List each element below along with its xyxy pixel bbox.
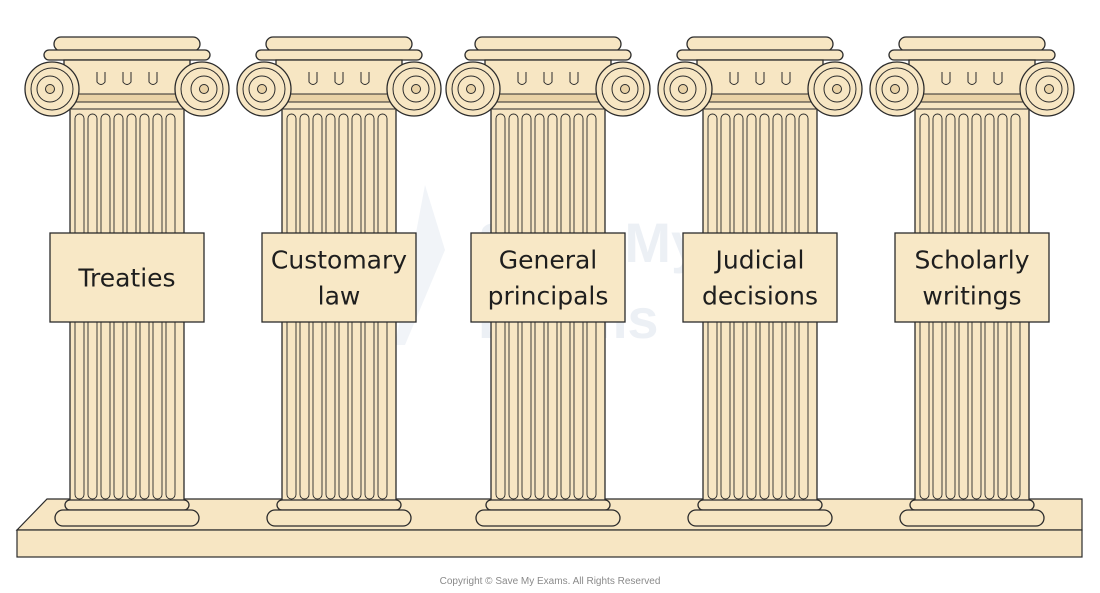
capital-notch xyxy=(569,72,579,85)
volute-eye xyxy=(620,84,630,94)
pillar-abacus xyxy=(898,36,1046,52)
pillar-label-box xyxy=(682,232,838,323)
volute-ring xyxy=(402,75,430,103)
pillar-label-box xyxy=(261,232,417,323)
pillar-plinth xyxy=(475,509,621,527)
pillar-base-ring xyxy=(909,499,1035,511)
pillar-abacus-lower xyxy=(676,49,844,61)
capital-notch xyxy=(543,72,553,85)
pillar-2: Customary law xyxy=(236,36,442,527)
pillar-necking-lower xyxy=(697,101,823,110)
volute-ring xyxy=(392,67,436,111)
pillar-abacus xyxy=(265,36,413,52)
volute-eye xyxy=(678,84,688,94)
pillar-plinth xyxy=(899,509,1045,527)
pillar-necking-lower xyxy=(276,101,402,110)
pillar-abacus-lower xyxy=(43,49,211,61)
capital-notch xyxy=(96,72,106,85)
pillar-abacus xyxy=(686,36,834,52)
pillar-plinth xyxy=(687,509,833,527)
pillar-abacus-lower xyxy=(464,49,632,61)
pillar-label-line: General xyxy=(499,246,598,275)
volute-ring xyxy=(451,67,495,111)
pillar-necking xyxy=(697,93,823,103)
pillar-4: Judicial decisions xyxy=(657,36,863,527)
pillar-label-box xyxy=(49,232,205,323)
volute-ring xyxy=(813,67,857,111)
pillar-abacus-lower xyxy=(255,49,423,61)
copyright-text: Copyright © Save My Exams. All Rights Re… xyxy=(440,576,661,587)
volute-eye xyxy=(1044,84,1054,94)
capital-notch xyxy=(122,72,132,85)
capital-notch xyxy=(993,72,1003,85)
pillar-necking-lower xyxy=(909,101,1035,110)
volute-ring xyxy=(823,75,851,103)
capital-notch xyxy=(755,72,765,85)
volute-ring xyxy=(36,75,64,103)
volute-ring xyxy=(30,67,74,111)
pillar-necking xyxy=(64,93,190,103)
pillar-label-line: decisions xyxy=(702,282,818,311)
pillar-label-line: Scholarly xyxy=(914,246,1029,275)
volute-ring xyxy=(669,75,697,103)
volute-eye xyxy=(411,84,421,94)
volute-ring xyxy=(601,67,645,111)
capital-notch xyxy=(148,72,158,85)
volute-eye xyxy=(466,84,476,94)
base-platform-front xyxy=(16,529,1083,558)
pillar-plinth xyxy=(266,509,412,527)
pillar-label-box xyxy=(894,232,1050,323)
volute-ring xyxy=(1025,67,1069,111)
pillar-label-line: principals xyxy=(488,282,609,311)
volute-eye xyxy=(890,84,900,94)
volute-eye xyxy=(257,84,267,94)
pillar-label-line: law xyxy=(318,282,361,311)
capital-notch xyxy=(517,72,527,85)
pillar-label-line: Judicial xyxy=(714,246,805,275)
volute-eye xyxy=(199,84,209,94)
volute-ring xyxy=(875,67,919,111)
pillar-3: General principals xyxy=(445,36,651,527)
pillar-abacus xyxy=(474,36,622,52)
volute-eye xyxy=(832,84,842,94)
pillar-necking xyxy=(485,93,611,103)
pillar-base-ring xyxy=(276,499,402,511)
volute-ring xyxy=(457,75,485,103)
pillar-base-ring xyxy=(697,499,823,511)
volute-eye xyxy=(45,84,55,94)
volute-ring xyxy=(663,67,707,111)
pillar-label-line: writings xyxy=(922,282,1021,311)
pillar-5: Scholarly writings xyxy=(869,36,1075,527)
capital-notch xyxy=(729,72,739,85)
volute-ring xyxy=(611,75,639,103)
pillar-necking xyxy=(909,93,1035,103)
pillar-label-line: Treaties xyxy=(77,264,175,293)
volute-ring xyxy=(242,67,286,111)
pillar-label-box xyxy=(470,232,626,323)
volute-ring xyxy=(180,67,224,111)
pillar-necking-lower xyxy=(485,101,611,110)
pillar-necking xyxy=(276,93,402,103)
pillar-base-ring xyxy=(485,499,611,511)
pillar-base-ring xyxy=(64,499,190,511)
capital-notch xyxy=(781,72,791,85)
pillar-abacus-lower xyxy=(888,49,1056,61)
capital-notch xyxy=(941,72,951,85)
pillar-necking-lower xyxy=(64,101,190,110)
capital-notch xyxy=(334,72,344,85)
volute-ring xyxy=(248,75,276,103)
capital-notch xyxy=(308,72,318,85)
volute-ring xyxy=(881,75,909,103)
volute-ring xyxy=(1035,75,1063,103)
pillar-1: Treaties xyxy=(24,36,230,527)
volute-ring xyxy=(190,75,218,103)
pillar-abacus xyxy=(53,36,201,52)
pillars: Treaties Customary law General principals Jud… xyxy=(24,36,1075,527)
capital-notch xyxy=(967,72,977,85)
capital-notch xyxy=(360,72,370,85)
pillar-label-line: Customary xyxy=(271,246,407,275)
pillar-plinth xyxy=(54,509,200,527)
